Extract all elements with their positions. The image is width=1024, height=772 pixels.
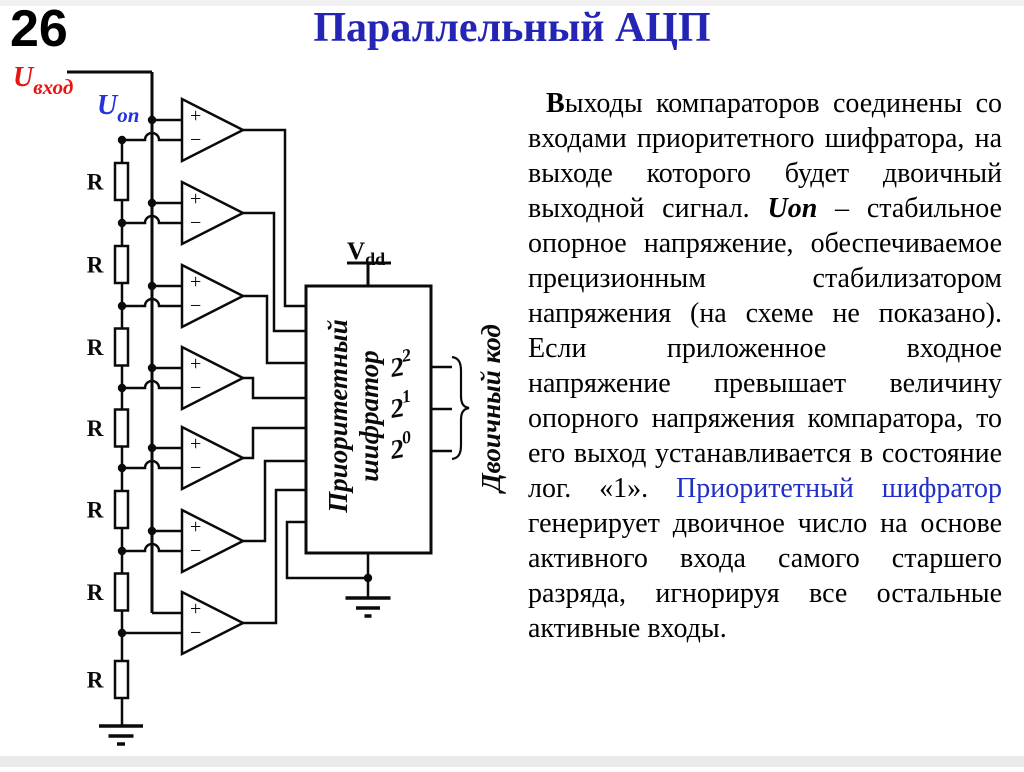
- u-input-label: Uвход: [13, 62, 73, 99]
- comparator-4: +−: [180, 344, 246, 412]
- paragraph-segment: Приоритетный шифратор: [676, 473, 1002, 504]
- opamp-triangle-icon: [180, 262, 246, 330]
- wires: [67, 70, 452, 726]
- minus-input-mark: −: [190, 212, 201, 234]
- comparator-2: +−: [180, 179, 246, 247]
- curly-brace-icon: [451, 355, 470, 461]
- plus-input-mark: +: [190, 516, 201, 538]
- comparator-6: +−: [180, 507, 246, 575]
- resistor-label: R: [87, 335, 104, 360]
- resistor-label: R: [87, 668, 104, 693]
- opamp-triangle-icon: [180, 424, 246, 492]
- minus-input-mark: −: [190, 622, 201, 644]
- resistor-label: R: [87, 498, 104, 523]
- resistor-label: R: [87, 580, 104, 605]
- resistor: R: [87, 659, 130, 700]
- resistor-label: R: [87, 253, 104, 278]
- slide-bottom-edge: [0, 756, 1024, 767]
- plus-input-mark: +: [190, 353, 201, 375]
- opamp-triangle-icon: [180, 507, 246, 575]
- opamp-triangle-icon: [180, 179, 246, 247]
- resistor: R: [87, 161, 130, 202]
- paragraph-segment: Uоп: [767, 193, 818, 224]
- binary-code-group: Двоичный код: [451, 324, 506, 495]
- paragraph-segment: ыходы компараторов соединены со входами …: [528, 88, 1002, 224]
- comparator-3: +−: [180, 262, 246, 330]
- description-paragraph: Выходы компараторов соединены со входами…: [528, 86, 1002, 646]
- encoder-label-line1: Приоритетный: [323, 319, 353, 514]
- plus-input-mark: +: [190, 271, 201, 293]
- minus-input-mark: −: [190, 377, 201, 399]
- opamp-triangle-icon: [180, 344, 246, 412]
- plus-input-mark: +: [190, 598, 201, 620]
- plus-input-mark: +: [190, 188, 201, 210]
- junction-dots: [117, 115, 373, 638]
- comparator-5: +−: [180, 424, 246, 492]
- ladder-ground-icon: [99, 724, 143, 746]
- plus-input-mark: +: [190, 105, 201, 127]
- resistor: R: [87, 408, 130, 448]
- paragraph-segment: – стабильное опорное напряжение, обеспеч…: [528, 193, 1002, 504]
- resistor: R: [87, 244, 130, 285]
- description-text-block: Выходы компараторов соединены со входами…: [528, 86, 1002, 646]
- resistor: R: [87, 327, 130, 367]
- paragraph-segment: В: [546, 88, 565, 119]
- comparator-7: +−: [180, 589, 246, 657]
- resistor: R: [87, 489, 130, 530]
- plus-input-mark: +: [190, 433, 201, 455]
- vdd-text: Vdd: [347, 238, 385, 269]
- priority-encoder-box: [304, 284, 433, 555]
- slide-number: 26: [10, 0, 68, 58]
- resistor-ladder: R R R R R R R: [87, 161, 130, 700]
- opamp-triangle-icon: [180, 589, 246, 657]
- encoder-label-line2: шифратор: [354, 350, 384, 481]
- minus-input-mark: −: [190, 457, 201, 479]
- slide-top-edge: [0, 0, 1024, 6]
- encoder-ground-icon: [345, 596, 391, 618]
- vdd-label: Vdd: [347, 238, 385, 269]
- resistor: R: [87, 572, 130, 612]
- binary-code-label: Двоичный код: [476, 324, 506, 495]
- minus-input-mark: −: [190, 540, 201, 562]
- u-reference-label: Uоп: [97, 90, 139, 127]
- page-title: Параллельный АЦП: [313, 5, 711, 51]
- resistor-label: R: [87, 416, 104, 441]
- minus-input-mark: −: [190, 129, 201, 151]
- paragraph-segment: генерирует двоичное число на основе акти…: [528, 508, 1002, 644]
- minus-input-mark: −: [190, 295, 201, 317]
- opamp-triangle-icon: [180, 96, 246, 164]
- comparator-1: +−: [180, 96, 246, 164]
- resistor-label: R: [87, 170, 104, 195]
